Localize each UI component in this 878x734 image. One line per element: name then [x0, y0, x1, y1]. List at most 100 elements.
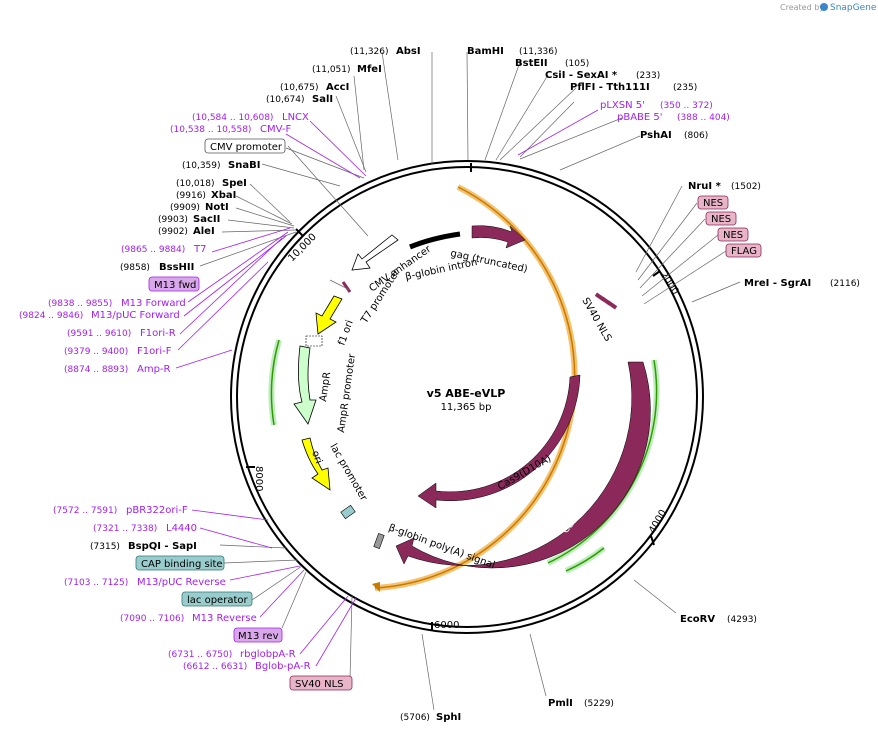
- primer-coord: (7090 .. 7106): [120, 614, 184, 624]
- site-name: BstEII: [515, 58, 548, 69]
- primer-pbr322[interactable]: (7572 .. 7591) pBR322ori-F: [53, 505, 188, 516]
- primer-coord: (10,584 .. 10,608): [192, 113, 273, 123]
- site-mrei[interactable]: MreI - SgrAI (2116): [744, 278, 860, 289]
- primer-m13f[interactable]: (9838 .. 9855) M13 Forward: [48, 298, 186, 309]
- primer-m13rev[interactable]: (7090 .. 7106) M13 Reverse: [120, 613, 257, 624]
- f1-ori-arrow: [315, 295, 343, 335]
- site-name: PmlI: [548, 698, 573, 709]
- box-label: NES: [703, 198, 723, 209]
- primer-lncx[interactable]: (10,584 .. 10,608) LNCX: [192, 112, 309, 123]
- primer-pbabe[interactable]: pBABE 5' (388 .. 404): [617, 112, 730, 123]
- plasmid-size: 11,365 bp: [441, 402, 492, 413]
- box-cap-binding[interactable]: CAP binding site: [135, 555, 225, 571]
- primer-coord: (10,538 .. 10,558): [170, 125, 251, 135]
- site-bsteii[interactable]: BstEII (105): [515, 58, 589, 69]
- primer-coord: (350 .. 372): [660, 101, 713, 111]
- primer-m13pucrev[interactable]: (7103 .. 7125) M13/pUC Reverse: [64, 577, 226, 588]
- primer-ampr[interactable]: (8874 .. 8893) Amp-R: [64, 364, 171, 375]
- ampr-arrow: [293, 345, 317, 425]
- box-m13-rev[interactable]: M13 rev: [233, 627, 283, 643]
- primer-name: M13/pUC Forward: [91, 310, 180, 321]
- credit-text: Created by: [780, 3, 824, 12]
- site-pmli[interactable]: PmlI (5229): [548, 698, 614, 709]
- box-frame: [233, 627, 283, 643]
- cas9-arrow: [395, 361, 651, 569]
- box-cmv-promoter[interactable]: CMV promoter: [204, 138, 286, 154]
- box-nes-1[interactable]: NES: [697, 195, 729, 210]
- box-frame: [705, 211, 737, 226]
- site-spei[interactable]: (10,018) SpeI: [176, 178, 247, 189]
- box-m13-fwd[interactable]: M13 fwd: [148, 276, 200, 292]
- primer-name: M13 Reverse: [192, 613, 257, 624]
- box-nes-3[interactable]: NES: [717, 227, 749, 242]
- site-sali[interactable]: (10,674) SalI: [266, 94, 333, 105]
- credit-brand: SnapGene: [830, 3, 877, 13]
- sv40-nls-cluster: [594, 292, 618, 310]
- primer-bglob[interactable]: (6612 .. 6631) Bglob-pA-R: [183, 661, 311, 672]
- primer-rbglob[interactable]: (6731 .. 6750) rbglobpA-R: [168, 649, 296, 660]
- site-name: BssHII: [159, 262, 194, 273]
- box-lac-operator[interactable]: lac operator: [181, 591, 253, 607]
- tick-label-6000: 6000: [434, 620, 459, 631]
- box-label: lac operator: [187, 595, 248, 606]
- box-sv40-nls[interactable]: SV40 NLS: [289, 675, 353, 691]
- site-csii[interactable]: CsiI - SexAI * (233): [545, 70, 660, 81]
- site-coord: (9903): [158, 215, 188, 225]
- site-name: SacII: [193, 214, 220, 225]
- site-name: SalI: [312, 94, 333, 105]
- site-pflfi[interactable]: PflFI - Tth111I (235): [570, 82, 697, 93]
- primer-coord: (9838 .. 9855): [48, 299, 112, 309]
- cap-site-marker: [340, 504, 356, 520]
- box-frame: [148, 276, 200, 292]
- site-coord: (10,674): [266, 95, 305, 105]
- site-coord: (10,018): [176, 179, 215, 189]
- primer-name: rbglobpA-R: [240, 649, 296, 660]
- site-name: BamHI: [467, 46, 504, 57]
- box-label: CMV promoter: [210, 142, 283, 153]
- site-pshai[interactable]: PshAI (806): [640, 130, 708, 141]
- site-xbai[interactable]: (9916) XbaI: [176, 190, 236, 201]
- primer-f1orif[interactable]: (9379 .. 9400) F1ori-F: [64, 346, 172, 357]
- site-noti[interactable]: (9909) NotI: [170, 202, 229, 213]
- primer-name: Bglob-pA-R: [255, 661, 311, 672]
- primer-coord: (9379 .. 9400): [64, 347, 128, 357]
- site-ecorv[interactable]: EcoRV (4293): [680, 614, 757, 625]
- box-frame: [135, 555, 225, 571]
- green-orf-1: [547, 359, 658, 564]
- primer-cmvf[interactable]: (10,538 .. 10,558) CMV-F: [170, 124, 291, 135]
- tick-marks: [246, 228, 661, 631]
- primer-coord: (7321 .. 7338): [93, 524, 157, 534]
- box-frame: [204, 138, 286, 154]
- site-coord: (233): [636, 71, 660, 81]
- site-sacii[interactable]: (9903) SacII: [158, 214, 220, 225]
- site-coord: (11,326): [350, 47, 389, 57]
- f1-ori-label: f1 ori: [336, 319, 355, 347]
- box-label: M13 fwd: [154, 280, 196, 291]
- primer-name: F1ori-F: [137, 346, 172, 357]
- primer-l4440[interactable]: (7321 .. 7338) L4440: [93, 523, 197, 534]
- site-name: BspQI - SapI: [128, 541, 197, 552]
- site-name: EcoRV: [680, 614, 715, 625]
- ampr-promoter-label: AmpR promoter: [336, 352, 358, 433]
- site-alei[interactable]: (9902) AleI: [158, 226, 215, 237]
- primer-coord: (9865 .. 9884): [121, 245, 185, 255]
- gag-arrow: [471, 225, 526, 249]
- site-acci[interactable]: (10,675) AccI: [280, 82, 349, 93]
- site-bsshii[interactable]: (9858) BssHII: [120, 262, 194, 273]
- box-label: CAP binding site: [141, 559, 223, 570]
- site-sphi[interactable]: (5706) SphI: [400, 712, 461, 723]
- site-mfei[interactable]: (11,051) MfeI: [312, 64, 382, 75]
- primer-t7[interactable]: (9865 .. 9884) T7: [121, 244, 206, 255]
- primer-f1orir[interactable]: (9591 .. 9610) F1ori-R: [67, 328, 176, 339]
- primer-plxsn[interactable]: pLXSN 5' (350 .. 372): [600, 100, 713, 111]
- site-absi[interactable]: (11,326) AbsI: [350, 46, 421, 57]
- box-flag[interactable]: FLAG: [725, 243, 762, 258]
- site-bamhi[interactable]: BamHI (11,336): [467, 46, 558, 57]
- site-bspqi[interactable]: (7315) BspQI - SapI: [90, 541, 197, 552]
- site-nrui[interactable]: NruI * (1502): [688, 181, 761, 192]
- box-nes-2[interactable]: NES: [705, 211, 737, 226]
- site-coord: (105): [565, 59, 589, 69]
- primer-m13puc[interactable]: (9824 .. 9846) M13/pUC Forward: [19, 310, 180, 321]
- site-snabi[interactable]: (10,359) SnaBI: [182, 160, 260, 171]
- site-name: AccI: [326, 82, 349, 93]
